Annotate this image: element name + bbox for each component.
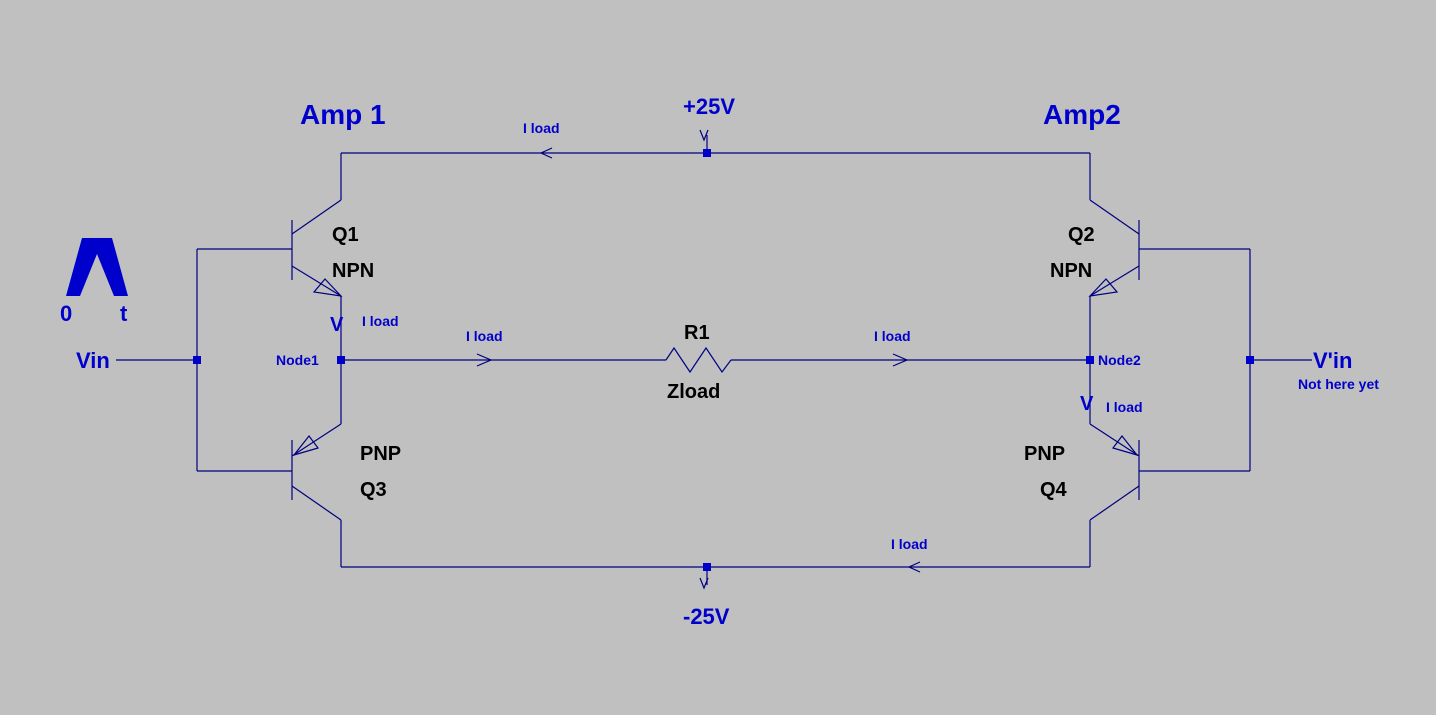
iload-label-left: I load <box>466 328 503 344</box>
r1-value: Zload <box>667 381 720 403</box>
q2-ref: Q2 <box>1068 224 1095 246</box>
q3-ref: Q3 <box>360 479 387 501</box>
iload-arrow-bottom <box>907 561 921 573</box>
node2-label: Node2 <box>1098 352 1141 368</box>
amp1-label: Amp 1 <box>300 99 386 130</box>
amp2-label: Amp2 <box>1043 99 1121 130</box>
top-rail <box>340 129 1091 200</box>
vin-prime-label: V'in <box>1313 348 1352 373</box>
q1-transistor <box>291 199 343 297</box>
iload-label-q1: I load <box>362 313 399 329</box>
q1-ref: Q1 <box>332 224 359 246</box>
iload-arrow-right <box>892 353 909 367</box>
q2-type: NPN <box>1050 260 1092 282</box>
bottom-rail <box>340 520 1091 590</box>
vneg-label: -25V <box>683 604 730 629</box>
q4-ref: Q4 <box>1040 479 1068 501</box>
iload-label-top: I load <box>523 120 560 136</box>
source-zero-label: 0 <box>60 301 72 326</box>
q2-transistor <box>1088 199 1140 297</box>
q4-type: PNP <box>1024 443 1065 465</box>
vpos-label: +25V <box>683 94 735 119</box>
node1-junction <box>337 356 345 364</box>
q3-transistor <box>291 423 342 521</box>
source-t-label: t <box>120 301 128 326</box>
iload-label-bottom: I load <box>891 536 928 552</box>
node1-label: Node1 <box>276 352 319 368</box>
q4-transistor <box>1089 423 1140 521</box>
vpos-node <box>703 149 711 157</box>
iload-label-q4: I load <box>1106 399 1143 415</box>
r1-ref: R1 <box>684 322 710 344</box>
v-probe-node2: V <box>1080 393 1094 415</box>
q1-type: NPN <box>332 260 374 282</box>
iload-label-right: I load <box>874 328 911 344</box>
iload-arrow-left <box>476 353 493 367</box>
vin-label: Vin <box>76 348 110 373</box>
amp1-wiring <box>116 248 342 472</box>
node2-junction <box>1086 356 1094 364</box>
v-probe-node1: V <box>330 314 344 336</box>
vneg-node <box>703 563 711 571</box>
load-wire <box>341 346 1090 374</box>
vin-junction <box>193 356 201 364</box>
source-waveform-icon <box>66 238 128 296</box>
q3-type: PNP <box>360 443 401 465</box>
not-here-yet-label: Not here yet <box>1298 376 1379 392</box>
iload-arrow-top <box>539 147 553 159</box>
vin-prime-junction <box>1246 356 1254 364</box>
